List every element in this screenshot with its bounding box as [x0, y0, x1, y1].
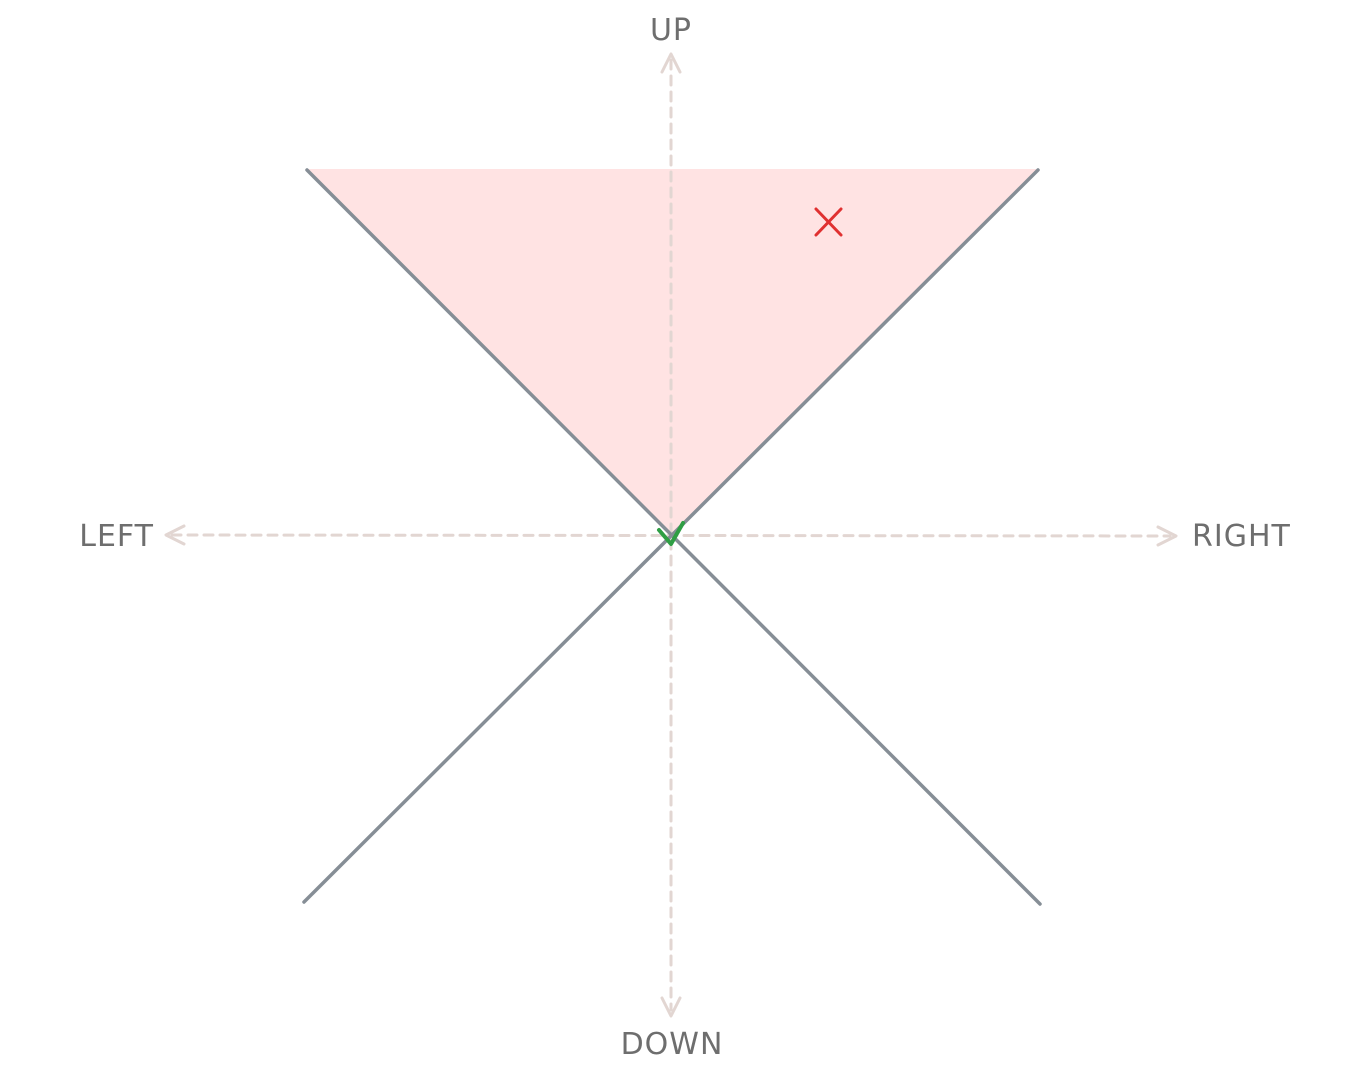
label-down: DOWN — [621, 1027, 724, 1062]
arrow-down-icon — [660, 996, 682, 1018]
label-right: RIGHT — [1192, 519, 1291, 554]
diagonal-line-ascending — [302, 168, 1040, 904]
label-left: LEFT — [79, 519, 154, 554]
x-mark-icon — [814, 207, 843, 237]
label-up: UP — [650, 13, 692, 48]
arrow-right-icon — [1156, 525, 1178, 547]
check-mark-icon — [657, 521, 685, 546]
arrow-left-icon — [164, 524, 186, 546]
arrow-up-icon — [660, 52, 682, 74]
arrowheads — [164, 52, 1178, 1018]
